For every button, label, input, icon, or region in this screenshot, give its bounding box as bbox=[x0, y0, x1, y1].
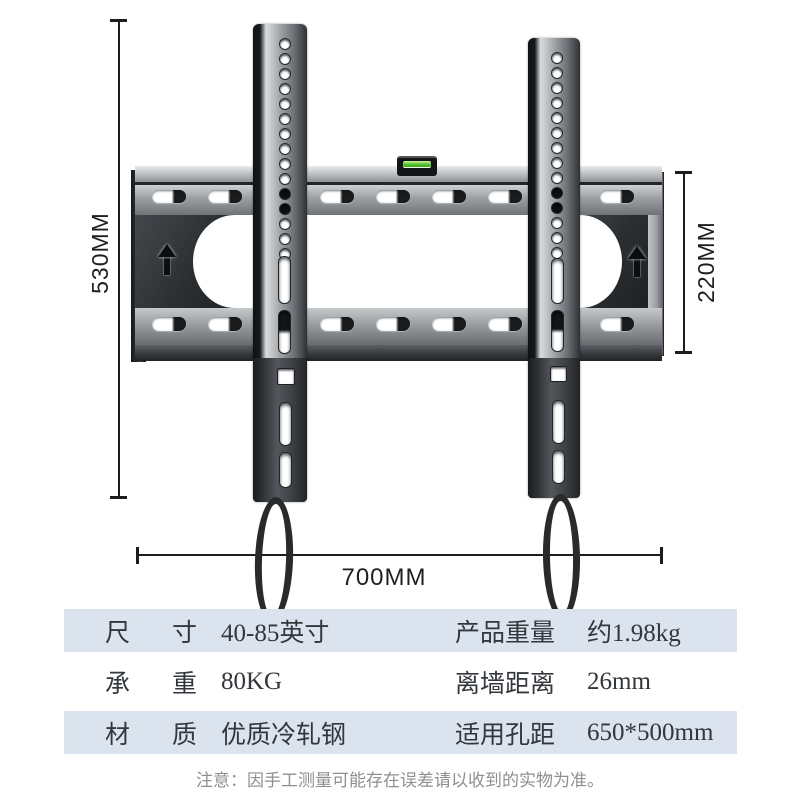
vesa-hole bbox=[279, 128, 291, 140]
vesa-hole bbox=[551, 232, 563, 244]
height-dimension-label: 530MM bbox=[87, 212, 113, 294]
rail-slot bbox=[278, 256, 291, 304]
height-dim-cap-bottom bbox=[110, 496, 127, 499]
vesa-hole bbox=[551, 202, 563, 214]
wall-slot bbox=[320, 190, 354, 203]
wall-slot bbox=[376, 317, 410, 331]
spec-row-size: 尺寸 40-85英寸 产品重量 约1.98kg bbox=[64, 609, 737, 652]
wall-slot bbox=[208, 317, 242, 331]
plate-height-dimension-line bbox=[683, 172, 685, 353]
vesa-hole bbox=[279, 218, 291, 230]
vesa-hole bbox=[279, 83, 291, 95]
vesa-hole bbox=[551, 52, 563, 64]
spec-label: 尺寸 bbox=[105, 619, 197, 647]
up-arrow-icon bbox=[628, 246, 646, 277]
vesa-hole bbox=[279, 113, 291, 125]
vesa-hole bbox=[551, 127, 563, 139]
up-arrow-icon bbox=[158, 244, 176, 275]
right-pull-strap bbox=[541, 493, 582, 621]
plate-height-dimension-label: 220MM bbox=[693, 221, 719, 303]
rail-slot bbox=[279, 402, 292, 446]
vesa-hole bbox=[279, 158, 291, 170]
spec-value: 26mm bbox=[587, 667, 651, 695]
wall-slot bbox=[152, 317, 186, 331]
spec-table: 尺寸 40-85英寸 产品重量 约1.98kg 承重 80KG 离墙距离 26m… bbox=[64, 605, 737, 758]
wall-slot bbox=[152, 190, 186, 203]
vesa-hole bbox=[279, 143, 291, 155]
spec-label: 离墙距离 bbox=[455, 670, 556, 698]
width-dimension-line bbox=[137, 554, 663, 556]
vesa-hole bbox=[279, 98, 291, 110]
height-dimension-line bbox=[118, 20, 120, 498]
height-dim-cap-top bbox=[110, 19, 127, 22]
wall-plate-bottom-edge bbox=[135, 345, 662, 361]
wall-slot bbox=[208, 190, 242, 203]
wall-slot bbox=[432, 317, 466, 331]
vesa-hole bbox=[551, 187, 563, 199]
spec-value: 优质冷轧钢 bbox=[221, 721, 347, 749]
wall-slot bbox=[320, 317, 354, 331]
vesa-hole bbox=[551, 172, 563, 184]
rail-slot bbox=[551, 258, 564, 304]
vesa-hole bbox=[551, 217, 563, 229]
wall-slot bbox=[600, 190, 634, 203]
vesa-hole bbox=[279, 188, 291, 200]
vesa-hole bbox=[279, 233, 291, 245]
vesa-hole bbox=[279, 68, 291, 80]
vesa-hole bbox=[279, 53, 291, 65]
measurement-disclaimer: 注意：因手工测量可能存在误差请以收到的实物为准。 bbox=[196, 771, 604, 790]
width-dim-cap-right bbox=[660, 547, 663, 564]
vesa-hole bbox=[551, 67, 563, 79]
vesa-hole bbox=[279, 173, 291, 185]
spec-label: 材质 bbox=[105, 721, 197, 749]
plate-height-dim-cap-bottom bbox=[675, 351, 692, 354]
vesa-hole bbox=[279, 203, 291, 215]
spec-value: 约1.98kg bbox=[587, 619, 681, 647]
spec-label: 承重 bbox=[105, 670, 197, 698]
vesa-hole bbox=[551, 142, 563, 154]
wall-slot bbox=[488, 317, 522, 331]
rail-slot bbox=[278, 310, 291, 354]
vesa-hole bbox=[279, 38, 291, 50]
spec-label: 产品重量 bbox=[455, 619, 556, 647]
rail-slot bbox=[552, 400, 565, 444]
rail-slot bbox=[552, 450, 565, 484]
spec-value: 40-85英寸 bbox=[221, 619, 330, 647]
rail-square-hole bbox=[550, 366, 567, 382]
vesa-hole bbox=[551, 82, 563, 94]
rail-slot bbox=[551, 310, 564, 352]
width-dimension-label: 700MM bbox=[341, 564, 427, 591]
wall-slot bbox=[600, 317, 634, 331]
spec-value: 80KG bbox=[221, 667, 283, 695]
spec-label: 适用孔距 bbox=[455, 721, 556, 749]
rail-slot bbox=[279, 452, 292, 488]
bubble-level-glass bbox=[403, 161, 431, 168]
spec-row-load: 承重 80KG 离墙距离 26mm bbox=[64, 656, 737, 707]
wall-slot bbox=[376, 190, 410, 203]
vesa-hole bbox=[551, 157, 563, 169]
width-dim-cap-left bbox=[136, 547, 139, 564]
vesa-hole bbox=[551, 97, 563, 109]
plate-height-dim-cap-top bbox=[675, 171, 692, 174]
spec-row-material: 材质 优质冷轧钢 适用孔距 650*500mm bbox=[64, 711, 737, 754]
vesa-hole bbox=[551, 112, 563, 124]
wall-slot bbox=[488, 190, 522, 203]
rail-square-hole bbox=[277, 368, 295, 385]
wall-slot bbox=[432, 190, 466, 203]
spec-value: 650*500mm bbox=[587, 718, 714, 746]
